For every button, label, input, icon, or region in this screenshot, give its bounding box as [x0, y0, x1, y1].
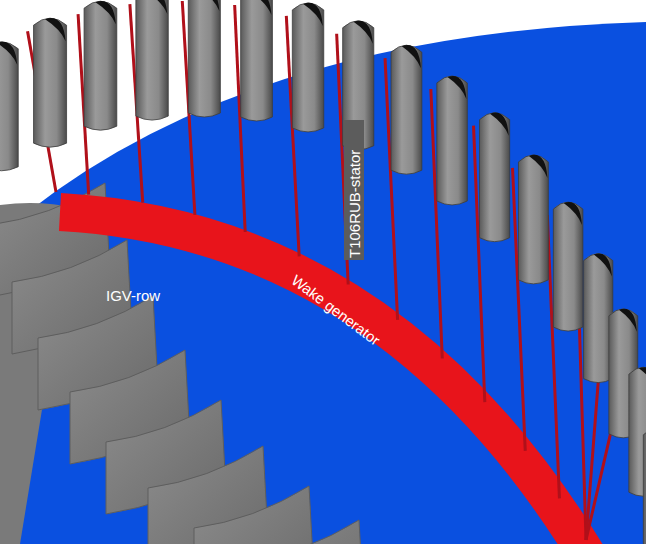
- blade-body: [188, 0, 220, 117]
- stator-blade: [391, 45, 422, 174]
- stator-blade: [480, 113, 510, 242]
- stator-blade: [136, 0, 168, 120]
- blade-body: [643, 428, 646, 544]
- igv-blade: [194, 486, 313, 544]
- blade-profile: [402, 45, 421, 68]
- stator-blade: [553, 202, 583, 331]
- blade-profile: [564, 202, 582, 225]
- blade-profile: [639, 367, 646, 390]
- blade-profile: [0, 42, 17, 65]
- blade-body: [292, 3, 323, 132]
- igv-blade: [244, 520, 363, 544]
- stator-blade: [84, 1, 117, 130]
- stator-blade: [34, 18, 67, 147]
- blade-profile: [147, 0, 167, 14]
- blade-profile: [619, 309, 637, 332]
- wake-generator-band: [60, 212, 590, 544]
- part-label: IGV-row: [106, 288, 160, 303]
- blade-body: [84, 1, 117, 130]
- part-label: T106RUB-stator: [347, 150, 362, 258]
- stator-blade: [584, 254, 613, 383]
- blade-body: [34, 18, 67, 147]
- blade-profile: [448, 76, 467, 99]
- blade-profile: [354, 21, 373, 44]
- stator-blade: [518, 155, 548, 284]
- blade-profile: [303, 3, 322, 26]
- blade-profile: [252, 0, 272, 15]
- blade-profile: [490, 113, 509, 136]
- stator-blade: [188, 0, 220, 117]
- blade-body: [391, 45, 422, 174]
- blade-body: [437, 76, 467, 205]
- wake-rods: [28, 1, 623, 540]
- stator-blade: [643, 428, 646, 544]
- blade-body: [241, 0, 273, 121]
- blade-body: [553, 202, 583, 331]
- blade-profile: [594, 254, 612, 277]
- stator-blade: [437, 76, 467, 205]
- blade-body: [136, 0, 168, 120]
- label-patch: [344, 120, 364, 260]
- blade-body: [584, 254, 613, 383]
- blade-body: [0, 42, 18, 171]
- blade-body: [518, 155, 548, 284]
- stator-blade: [292, 3, 323, 132]
- blade-profile: [45, 18, 65, 41]
- blade-body: [480, 113, 510, 242]
- blade-profile: [96, 1, 116, 24]
- stator-blade: [0, 42, 18, 171]
- blade-profile: [200, 0, 220, 11]
- blade-profile: [529, 155, 548, 178]
- stator-blade: [241, 0, 273, 121]
